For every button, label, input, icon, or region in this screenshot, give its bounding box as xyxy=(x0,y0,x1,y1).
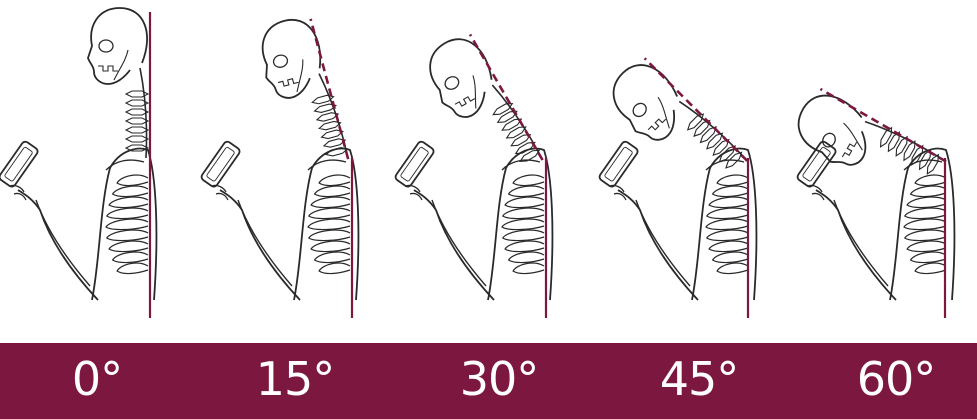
rib-cage xyxy=(706,175,748,273)
phone-icon xyxy=(796,140,837,188)
figure-3 xyxy=(598,53,756,318)
skull-outline xyxy=(253,14,330,103)
rib-cage xyxy=(502,175,544,273)
rib-cage xyxy=(904,175,946,273)
angle-label-bar: 0° 15° 30° 45° 60° xyxy=(0,343,977,419)
torso-outline xyxy=(294,149,358,300)
head-and-neck xyxy=(787,85,947,212)
figure-4 xyxy=(787,85,954,318)
skull-outline xyxy=(787,86,882,175)
torso-outline xyxy=(488,149,552,300)
angle-label-0: 0° xyxy=(37,343,157,419)
figure-0 xyxy=(0,8,156,318)
angle-label-60: 60° xyxy=(836,343,956,419)
figure-2 xyxy=(394,29,552,318)
rib-cage xyxy=(308,175,350,273)
skull-outline xyxy=(600,54,696,150)
angle-label-45: 45° xyxy=(639,343,759,419)
head-and-neck xyxy=(417,29,544,189)
phone-icon xyxy=(200,140,241,188)
posture-illustrations xyxy=(0,0,977,340)
torso-outline xyxy=(92,149,156,300)
head-and-neck xyxy=(600,53,748,201)
phone-icon xyxy=(0,140,39,188)
phone-icon xyxy=(394,140,435,188)
torso-outline xyxy=(692,149,756,300)
figure-1 xyxy=(200,14,358,318)
angle-label-15: 15° xyxy=(235,343,355,419)
angle-label-30: 30° xyxy=(439,343,559,419)
rib-cage xyxy=(106,175,148,273)
head-and-neck xyxy=(88,8,148,158)
skull-outline xyxy=(417,30,506,125)
phone-icon xyxy=(598,140,639,188)
